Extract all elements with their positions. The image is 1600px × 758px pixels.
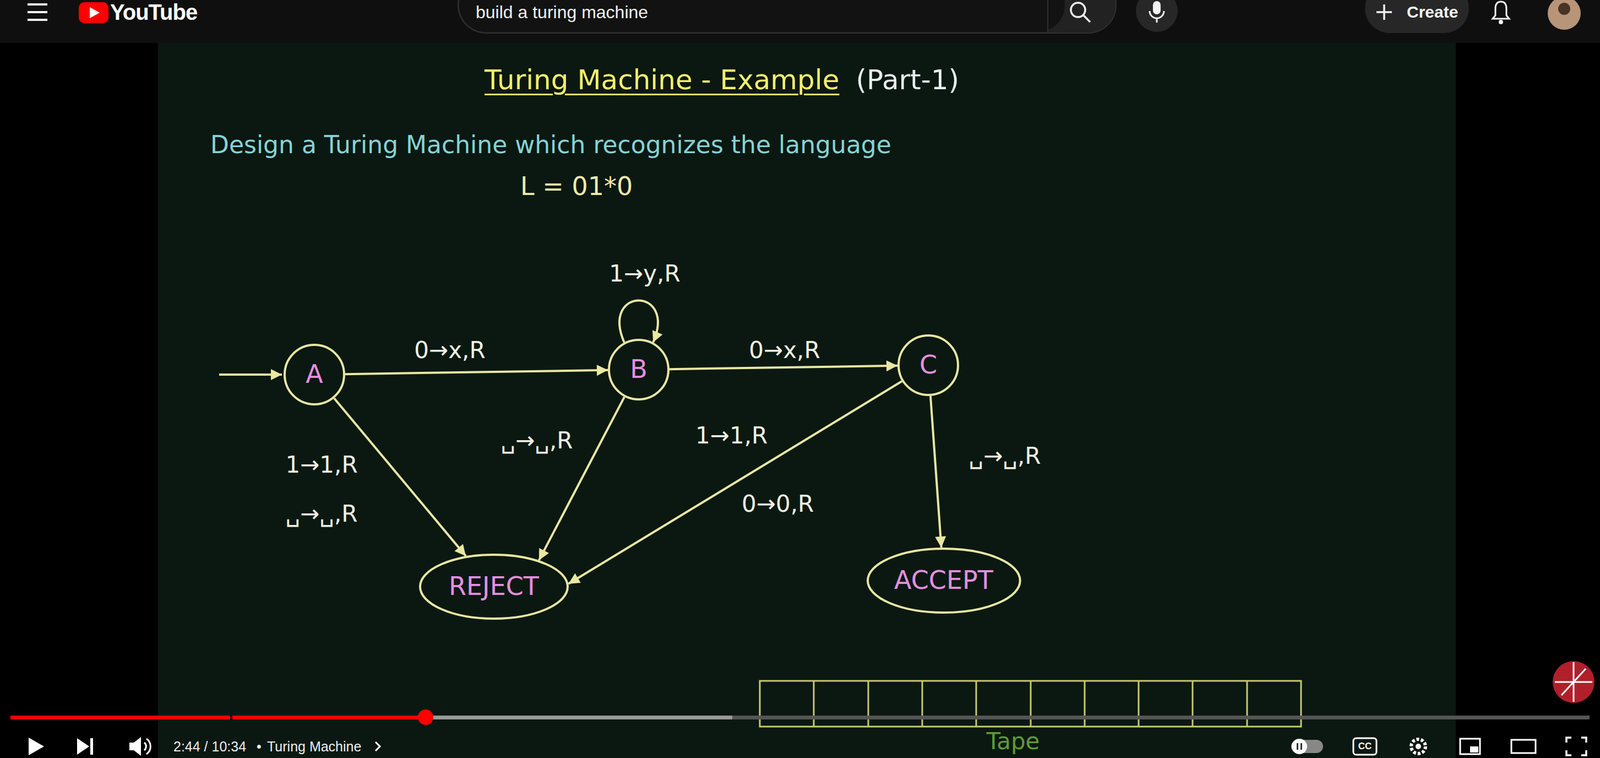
tape-label: Tape: [986, 727, 1041, 755]
halt-state-ellipse: ACCEPT: [866, 546, 1022, 614]
transition-label: 0→x,R: [414, 336, 486, 364]
transition-label: 1→y,R: [608, 259, 680, 288]
language-expression: L = 01*0: [520, 171, 633, 202]
node-outline: [608, 339, 669, 400]
avatar: [1547, 0, 1581, 30]
channel-watermark: [1554, 661, 1593, 702]
menu-icon: [27, 11, 48, 14]
search-field: [1035, 0, 1048, 32]
start-arrow: [219, 373, 282, 376]
transition-arrow: [345, 369, 608, 374]
problem-statement: Design a Turing Machine which recognizes…: [210, 130, 892, 160]
next-icon: [77, 737, 90, 755]
logo-play: [89, 7, 100, 19]
halt-state-ellipse: REJECT: [418, 552, 570, 620]
mic-icon: [1152, 1, 1161, 15]
transition-arrow: [669, 365, 898, 369]
bell-icon: [1492, 1, 1510, 19]
settings-icon: [1411, 738, 1426, 754]
tape-cells: [813, 680, 1248, 727]
menu-icon: [27, 3, 48, 6]
avatar: [1558, 2, 1571, 15]
transition-label: ␣→␣,R: [968, 442, 1041, 470]
fullscreen-icon: [1566, 737, 1587, 755]
captions-text: CC: [1358, 740, 1373, 752]
progress-loaded: [10, 715, 733, 720]
progress-played: [10, 715, 426, 720]
transition-arrow: [930, 395, 942, 548]
create-text: Create: [1406, 2, 1458, 23]
transition-arrow: [619, 300, 658, 342]
search-box: [458, 0, 1117, 34]
transition-label: 1→1,R 0→0,R: [695, 401, 814, 538]
chapter-title: Turing Machine: [267, 737, 362, 755]
volume-icon: [129, 736, 141, 756]
volume-icon: [144, 738, 151, 754]
node-outline: [867, 548, 1021, 613]
search-divider: [1047, 0, 1049, 33]
separator-dot: •: [256, 737, 262, 755]
transition-label: 0→x,R: [748, 336, 820, 364]
mic-icon: [1156, 18, 1158, 23]
play-icon: [28, 737, 45, 755]
progress-knob: [417, 709, 434, 725]
miniplayer-icon: [1470, 746, 1479, 753]
state-name: B: [629, 354, 648, 385]
part-label: (Part-1): [855, 63, 960, 97]
mic-icon: [1149, 11, 1164, 19]
autoplay-toggle: [1300, 742, 1303, 750]
node-outline: [420, 554, 568, 619]
transition-arrow: [539, 396, 625, 560]
channel-watermark: [1552, 660, 1595, 703]
theater-icon: [1511, 739, 1536, 753]
miniplayer-icon: [1460, 738, 1480, 754]
state-name: REJECT: [448, 570, 540, 602]
transition-arrow: [568, 381, 902, 584]
state-name: C: [919, 349, 938, 380]
autoplay-toggle: [1291, 738, 1308, 754]
logo-mark: [78, 2, 109, 24]
video-frame: [158, 42, 1456, 758]
settings-icon: [1415, 743, 1422, 749]
mic-button: [1135, 0, 1178, 32]
menu-icon: [27, 18, 48, 21]
progress-track: [10, 715, 1590, 720]
node-outline: [898, 335, 959, 395]
tape-cells: [759, 680, 1302, 727]
transition-label: ␣→␣,R: [500, 426, 573, 455]
node-outline: [284, 344, 345, 405]
next-icon: [90, 737, 94, 755]
transition-label: 1→1,R ␣→␣,R: [285, 439, 358, 538]
create-button: [1364, 0, 1469, 34]
bell-icon: [1498, 19, 1504, 25]
search-icon: [1083, 14, 1091, 23]
captions-icon: [1353, 737, 1377, 755]
state-circle: C: [896, 333, 960, 397]
state-circle: B: [607, 338, 671, 401]
state-name: ACCEPT: [894, 564, 994, 596]
autoplay-toggle: [1296, 742, 1299, 750]
site-logo-text: YouTube: [110, 0, 198, 26]
state-circle: A: [283, 343, 346, 406]
slide-title: Turing Machine - Example: [484, 63, 840, 97]
time-display: 2:44 / 10:34: [173, 737, 247, 755]
chapter-chevron: [375, 741, 380, 751]
plus-icon: [1383, 4, 1386, 20]
state-name: A: [305, 358, 323, 390]
search-field: [459, 0, 1065, 32]
search-query: build a turing machine: [475, 1, 649, 23]
chapter-gap: [230, 715, 233, 720]
